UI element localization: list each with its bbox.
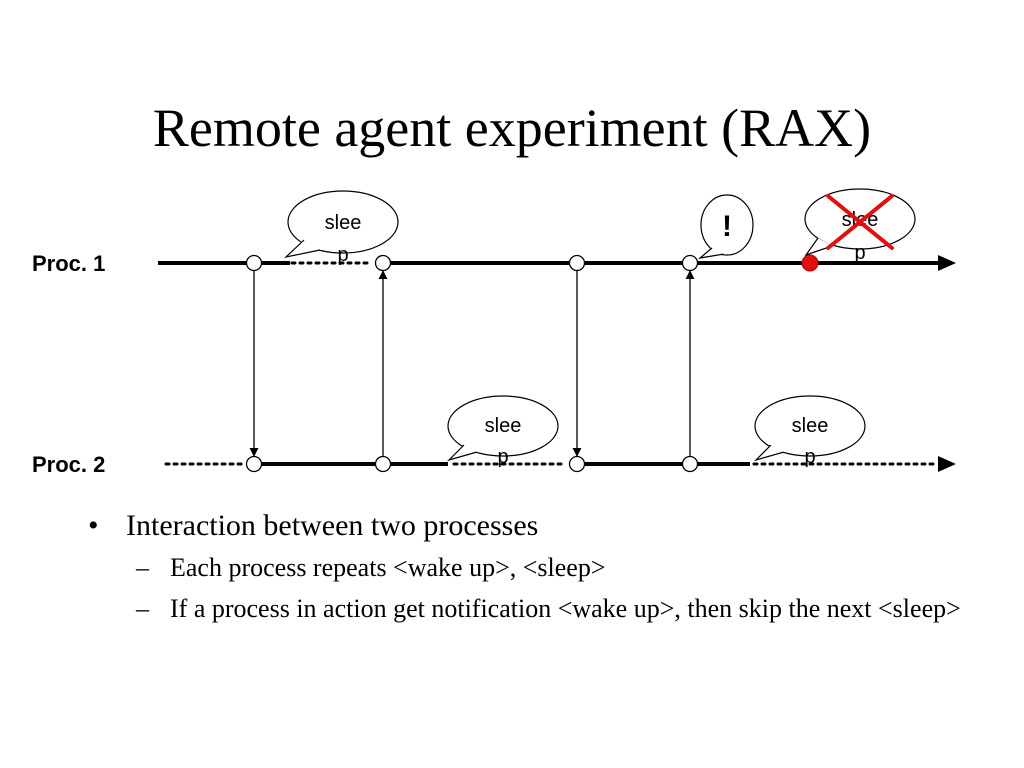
bullet-marker: • (88, 509, 99, 542)
svg-text:p: p (337, 244, 348, 266)
proc1-label: Proc. 1 (32, 251, 105, 276)
message-arrows (249, 270, 695, 457)
proc2-timeline (164, 456, 956, 472)
event-point (568, 455, 586, 473)
sub-bullet-text: Each process repeats <wake up>, <sleep> (170, 553, 606, 582)
bullet-list: • Interaction between two processes – Ea… (88, 508, 968, 625)
dash-marker: – (136, 593, 149, 623)
event-point (245, 455, 263, 473)
proc2-arrowhead (938, 456, 956, 472)
event-point (681, 455, 699, 473)
proc2-label: Proc. 2 (32, 452, 105, 477)
bullet-item: • Interaction between two processes (88, 508, 968, 544)
bullet-text: Interaction between two processes (126, 509, 539, 542)
sleep-bubble-proc1: slee p (284, 190, 399, 266)
event-points (245, 254, 699, 473)
event-point (245, 254, 263, 272)
cross-mark-icon (826, 194, 894, 250)
event-point (374, 254, 392, 272)
sub-bullet-item: – Each process repeats <wake up>, <sleep… (136, 552, 968, 585)
event-point (681, 254, 699, 272)
svg-text:p: p (804, 446, 815, 468)
event-point (374, 455, 392, 473)
proc1-arrowhead (938, 255, 956, 271)
svg-text:p: p (497, 446, 508, 468)
skipped-sleep-bubble: slee p (804, 188, 916, 264)
sleep-bubble-proc2-a: slee p (446, 395, 559, 468)
proc1-timeline (158, 255, 956, 271)
sleep-bubble-proc2-b: slee p (753, 395, 866, 468)
sub-bullet-item: – If a process in action get notificatio… (136, 593, 968, 626)
svg-text:slee: slee (792, 415, 829, 437)
svg-text:p: p (854, 242, 865, 264)
event-point (568, 254, 586, 272)
svg-text:slee: slee (325, 212, 362, 234)
highlight-event-point (801, 254, 819, 272)
process-diagram: Proc. 1 Proc. 2 (32, 188, 956, 477)
notification-bubble: ! (697, 194, 754, 259)
svg-text:!: ! (722, 210, 732, 243)
sub-bullet-list: – Each process repeats <wake up>, <sleep… (136, 552, 968, 625)
dash-marker: – (136, 553, 149, 582)
sub-bullet-text: If a process in action get notification … (170, 593, 961, 623)
svg-text:slee: slee (485, 415, 522, 437)
slide-title: Remote agent experiment (RAX) (152, 98, 872, 158)
